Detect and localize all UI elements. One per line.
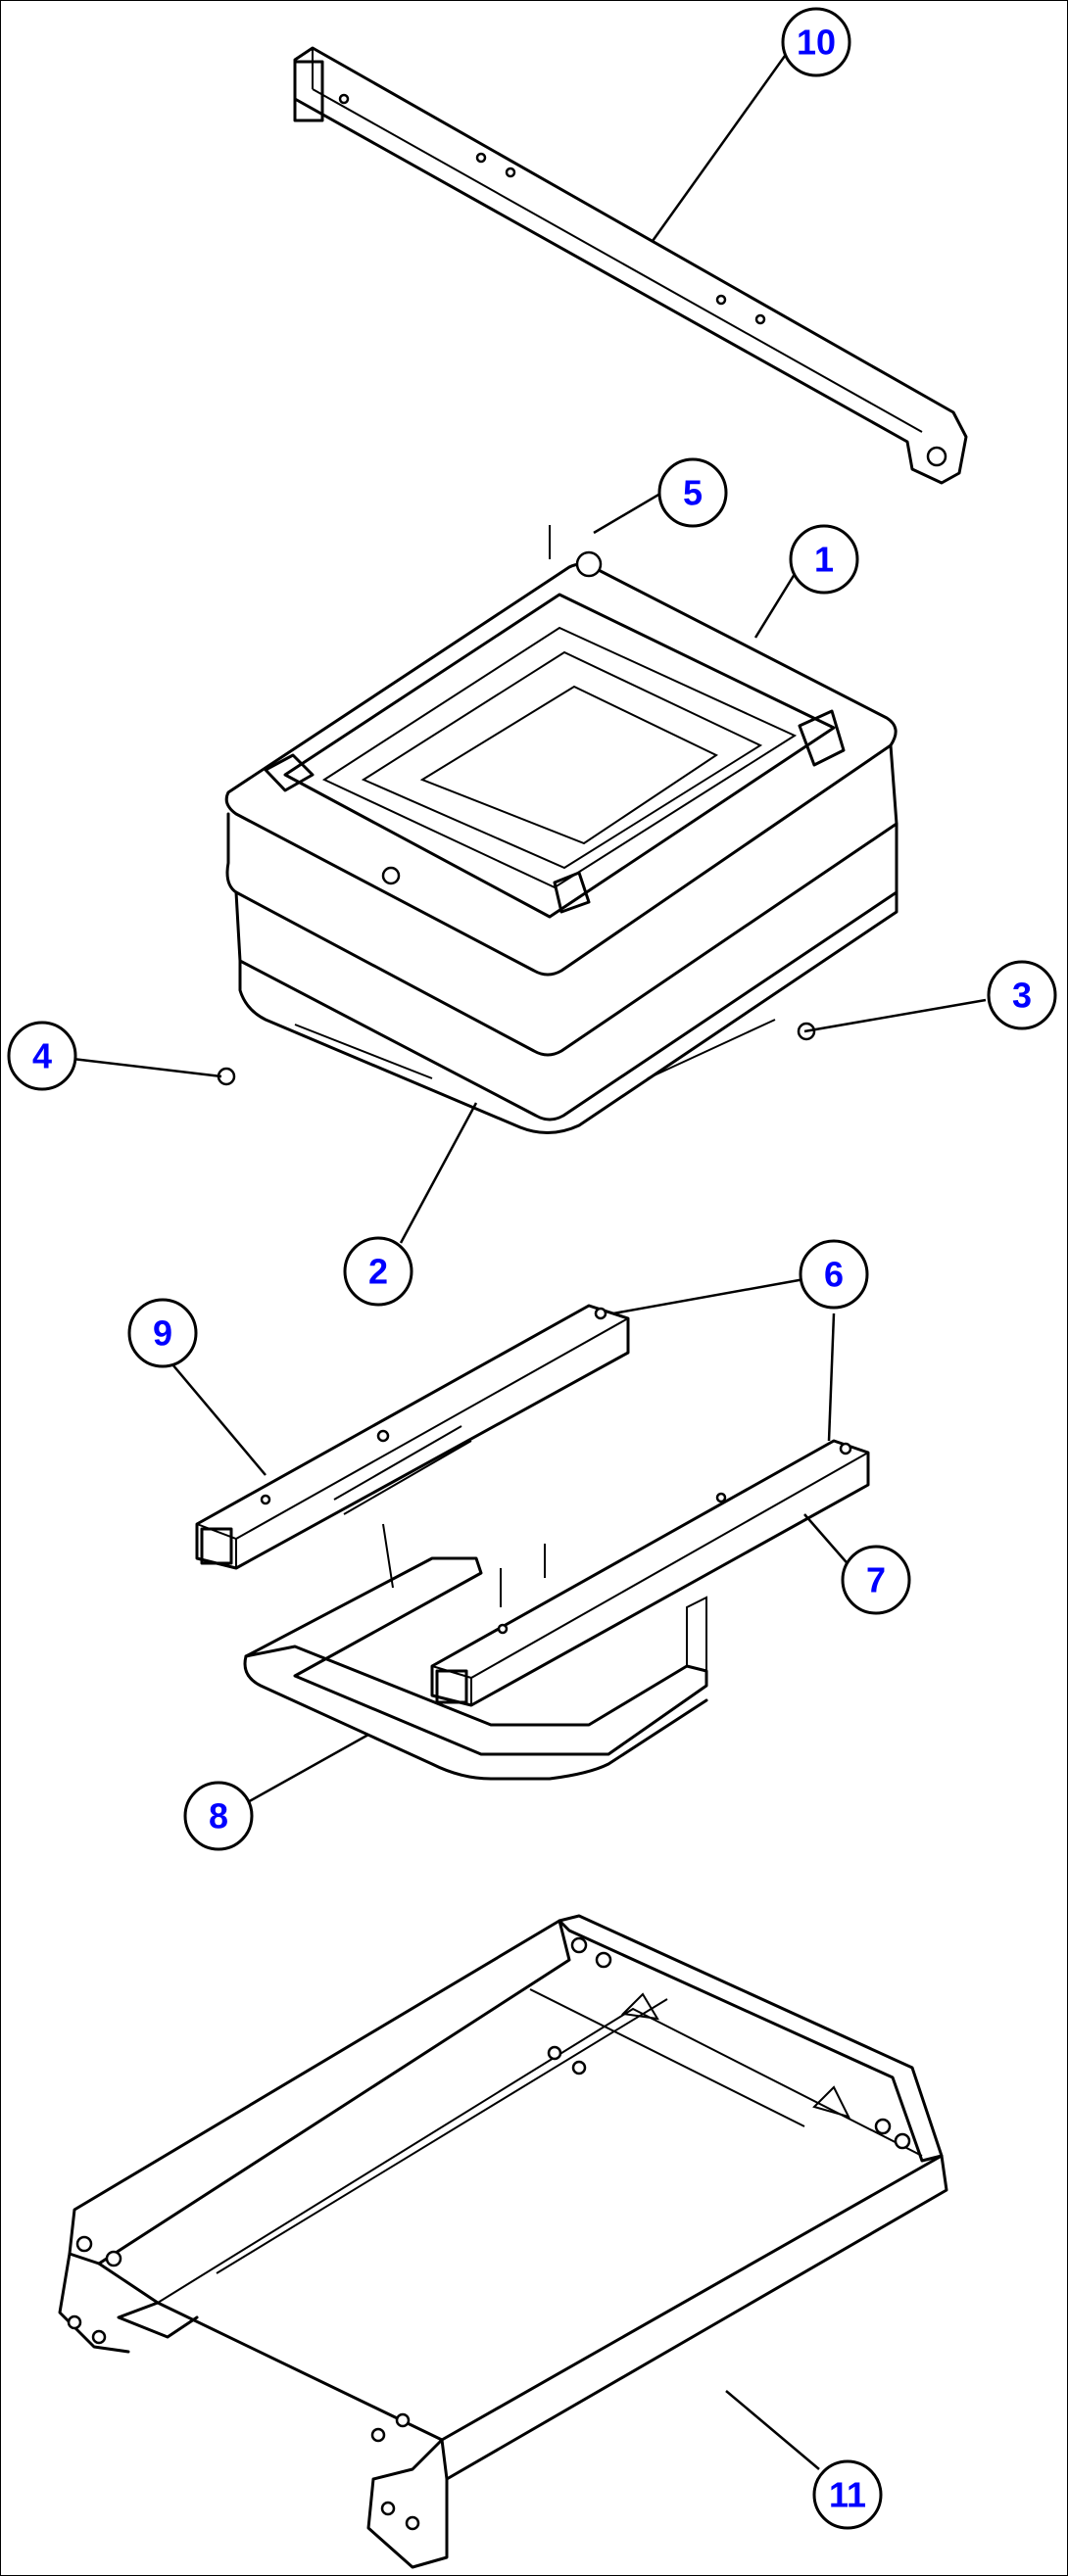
callout-label-8: 8 [209, 1796, 228, 1837]
callout-11: 11 [812, 2459, 883, 2530]
callout-label-5: 5 [683, 473, 703, 513]
callout-8: 8 [183, 1781, 254, 1851]
part-10-rail [293, 46, 968, 485]
callout-7: 7 [841, 1545, 911, 1615]
callout-9: 9 [127, 1298, 198, 1368]
callout-label-1: 1 [814, 540, 834, 580]
callout-2: 2 [343, 1236, 413, 1307]
callout-1: 1 [789, 524, 859, 595]
part-8-handle [243, 1556, 708, 1781]
callout-label-11: 11 [829, 2475, 866, 2515]
callout-label-4: 4 [32, 1036, 52, 1076]
callout-label-2: 2 [368, 1252, 388, 1292]
callout-5: 5 [657, 457, 728, 528]
part-11-base-frame [58, 1914, 948, 2569]
callout-label-3: 3 [1012, 976, 1032, 1016]
callout-label-9: 9 [153, 1313, 172, 1354]
callout-3: 3 [987, 960, 1057, 1030]
callout-label-6: 6 [824, 1255, 844, 1295]
callout-6: 6 [799, 1239, 869, 1310]
leader-lines [72, 41, 987, 2470]
part-6-7-9-slide-rails [195, 1304, 870, 1707]
callout-label-10: 10 [797, 23, 836, 63]
callout-4: 4 [7, 1021, 77, 1091]
part-1-seat-assembly [217, 525, 898, 1134]
callout-10: 10 [781, 7, 851, 77]
callout-label-7: 7 [866, 1560, 886, 1600]
